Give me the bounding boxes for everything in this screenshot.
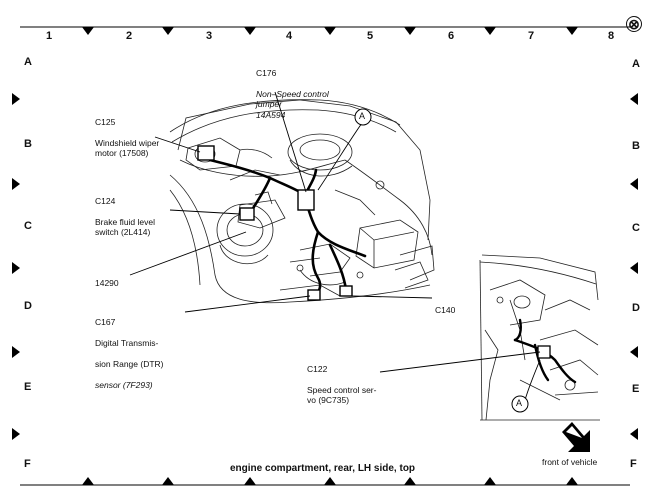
inset-view-sketch: [479, 254, 600, 421]
column-label-5: 5: [367, 30, 374, 42]
connector-c124: [239, 207, 255, 221]
callout-c167-line1: Digital Transmis-: [95, 337, 159, 348]
leader-c167: [184, 295, 311, 313]
front-of-vehicle-label: front of vehicle: [542, 457, 598, 467]
row-label-e-left: E: [24, 381, 32, 393]
callout-c167-line3: sensor (7F293): [95, 379, 153, 390]
callout-c125: C125 Windshield wiper motor (17508): [95, 106, 159, 169]
callout-c122-id: C122: [307, 363, 328, 374]
row-label-e-right: E: [632, 383, 640, 395]
row-label-b-left: B: [24, 138, 32, 150]
leader-lines: [129, 91, 541, 401]
marker-a-top-circle: [354, 108, 372, 126]
column-label-2: 2: [126, 30, 133, 42]
connector-c167: [307, 289, 321, 301]
callout-c124-id: C124: [95, 195, 116, 206]
leader-c122: [379, 351, 541, 373]
row-label-c-left: C: [24, 220, 32, 232]
right-tick-markers: [630, 93, 638, 440]
row-label-f-right: F: [630, 458, 637, 470]
marker-a-bottom-circle: [511, 395, 529, 413]
callout-c125-id: C125: [95, 116, 116, 127]
column-label-3: 3: [206, 30, 213, 42]
column-label-1: 1: [46, 30, 53, 42]
marker-a-bottom-label: A: [516, 398, 523, 408]
bottom-tick-markers: [82, 477, 578, 485]
leader-c125: [154, 136, 201, 153]
row-label-a-right: A: [632, 58, 640, 70]
marker-a-top-label: A: [359, 111, 366, 121]
top-tick-markers: [82, 27, 578, 35]
connector-c140: [339, 285, 353, 297]
callout-c176-description: Non–Speed control jumper 14A594: [256, 88, 329, 120]
callout-c167-id: C167: [95, 316, 116, 327]
column-label-8: 8: [608, 30, 615, 42]
left-tick-markers: [12, 93, 20, 440]
row-label-f-left: F: [24, 458, 31, 470]
callout-14290: 14290: [95, 267, 119, 299]
connector-c176: [297, 189, 315, 211]
close-icon: ⊗: [628, 16, 640, 32]
row-label-d-right: D: [632, 302, 640, 314]
main-wiring-harness: [208, 158, 367, 298]
callout-14290-id: 14290: [95, 277, 119, 288]
callout-c124: C124 Brake fluid level switch (2L414): [95, 185, 155, 248]
leader-c140: [351, 295, 433, 299]
connector-c125: [197, 145, 215, 161]
callout-c122-description: Speed control ser- vo (9C735): [307, 384, 377, 406]
column-label-6: 6: [448, 30, 455, 42]
row-label-c-right: C: [632, 222, 640, 234]
close-button[interactable]: ⊗: [626, 16, 642, 32]
callout-c122: C122 Speed control ser- vo (9C735): [307, 353, 376, 416]
column-label-7: 7: [528, 30, 535, 42]
front-direction-arrow-icon: [562, 422, 590, 452]
inset-wiring-harness: [513, 318, 577, 384]
callout-c176: C176 Non–Speed control jumper 14A594: [256, 57, 329, 131]
callout-c125-description: Windshield wiper motor (17508): [95, 137, 160, 159]
leader-c124: [169, 209, 241, 215]
diagram-caption: engine compartment, rear, LH side, top: [230, 463, 416, 474]
connectors: [197, 145, 353, 301]
callout-c140-id: C140: [435, 304, 456, 315]
leader-a-top: [317, 122, 363, 191]
leader-a-bottom: [524, 359, 541, 401]
callout-c167-line2: sion Range (DTR): [95, 358, 164, 369]
callout-c140: C140: [435, 294, 455, 326]
callout-c176-id: C176: [256, 67, 277, 78]
row-label-a-left: A: [24, 56, 32, 68]
row-label-b-right: B: [632, 140, 640, 152]
callout-c167: C167 Digital Transmis- sion Range (DTR) …: [95, 306, 164, 401]
row-label-d-left: D: [24, 300, 32, 312]
leader-14290: [129, 231, 247, 276]
leader-c176: [274, 91, 307, 193]
column-label-4: 4: [286, 30, 293, 42]
callout-c124-description: Brake fluid level switch (2L414): [95, 216, 156, 238]
